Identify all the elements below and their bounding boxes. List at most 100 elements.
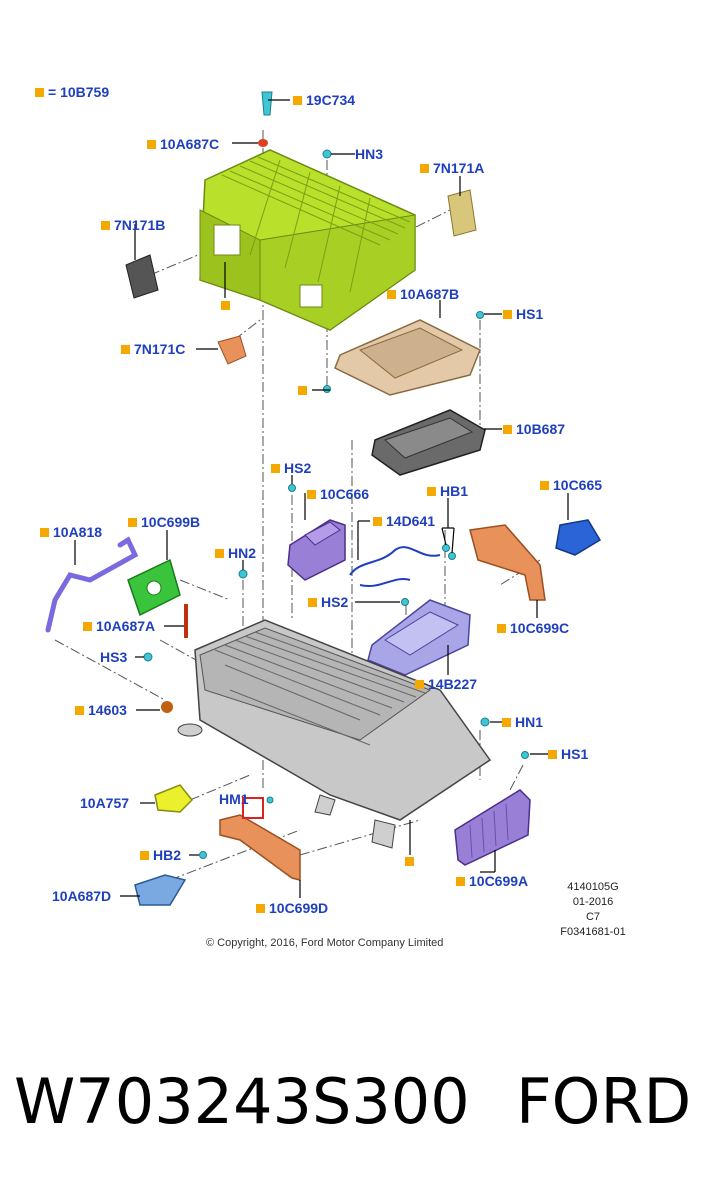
- callout-label: 10C699C: [510, 620, 570, 636]
- callout-marker: [503, 309, 512, 319]
- callout-marker: [293, 95, 302, 105]
- brand-name: FORD: [516, 1065, 692, 1138]
- callout-marker: [256, 903, 265, 913]
- plate-10c699a: [454, 789, 531, 866]
- callout-10c666: 10C666: [307, 486, 369, 502]
- callout-14d641: 14D641: [373, 513, 435, 529]
- part-10a687d: [134, 874, 187, 906]
- callout-marker: [40, 527, 49, 537]
- callout-label: 14B227: [428, 676, 478, 692]
- callout-marker: [540, 480, 549, 490]
- marker-10b759: [405, 857, 414, 866]
- callout-label: 10A687C: [160, 136, 220, 152]
- callout-label: 10A818: [53, 524, 103, 540]
- callout-label: HN3: [355, 146, 384, 162]
- callout-label: 10A757: [80, 795, 130, 811]
- callout-label: 10A687D: [52, 888, 112, 904]
- callout-7n171b: 7N171B: [101, 217, 165, 233]
- callout-10a687b: 10A687B: [387, 286, 459, 302]
- callout-label: 10C665: [553, 477, 603, 493]
- marker-10b759: [298, 386, 307, 395]
- meta-line-2: 01-2016: [572, 896, 614, 908]
- bracket-10c699c: [469, 524, 546, 601]
- callout-14b227: 14B227: [415, 676, 477, 692]
- callout-7n171a: 7N171A: [420, 160, 484, 176]
- callout-label: HN1: [515, 714, 544, 730]
- callout-10a757: 10A757: [80, 795, 129, 811]
- plate-10c699b: [127, 558, 181, 617]
- callout-marker: [271, 463, 280, 473]
- callout-label: HS1: [561, 746, 589, 762]
- callout-19c734: 19C734: [293, 92, 355, 108]
- callout-label: 10A687A: [96, 618, 156, 634]
- callout-label: 14603: [88, 702, 127, 718]
- callout-10b687: 10B687: [503, 421, 565, 437]
- meta-line-1: 4140105G: [567, 881, 619, 893]
- callout-label: 10A687B: [400, 286, 460, 302]
- callout-marker: [502, 717, 511, 727]
- callout-hb2: HB2: [140, 847, 181, 863]
- callout-label: HS2: [284, 460, 312, 476]
- callout-label: HB1: [440, 483, 469, 499]
- callout-hn3: HN3: [355, 146, 383, 162]
- callout-marker: [387, 289, 396, 299]
- callout-label: 10C699A: [469, 873, 529, 889]
- callout-marker: [308, 597, 317, 607]
- callout-label: 14D641: [386, 513, 436, 529]
- callout-marker: [420, 163, 429, 173]
- callout-hs1-top: HS1: [503, 306, 543, 322]
- legend-swatch: [35, 87, 44, 97]
- callout-10c699b: 10C699B: [128, 514, 200, 530]
- callout-label: HS3: [100, 649, 128, 665]
- hm1-highlight-box: [242, 797, 264, 819]
- callout-marker: [503, 424, 512, 434]
- fastener-19c734: [261, 91, 273, 116]
- callout-hb1: HB1: [427, 483, 468, 499]
- part-7n171c: [217, 335, 247, 365]
- callout-marker: [121, 344, 130, 354]
- callout-label: 7N171C: [134, 341, 186, 357]
- callout-marker: [140, 850, 149, 860]
- callout-7n171c: 7N171C: [121, 341, 185, 357]
- callout-label: 10C699B: [141, 514, 201, 530]
- callout-marker: [427, 486, 436, 496]
- callout-marker: [307, 489, 316, 499]
- callout-label: HB2: [153, 847, 182, 863]
- part-14603: [161, 701, 173, 713]
- meta-line-3: C7: [585, 911, 601, 923]
- callout-marker: [83, 621, 92, 631]
- bracket-10a687b: [334, 319, 481, 396]
- part-number: W703243S300: [14, 1065, 470, 1138]
- meta-line-4: F0341681-01: [560, 926, 626, 938]
- part-7n171a: [447, 189, 477, 237]
- callout-label: 10C666: [320, 486, 370, 502]
- callout-10a687c: 10A687C: [147, 136, 219, 152]
- fastener-10a687c: [258, 139, 268, 147]
- callout-10c665: 10C665: [540, 477, 602, 493]
- marker-10b759: [221, 301, 230, 310]
- callout-hm1: HM1: [219, 791, 249, 807]
- harness-14d641: [349, 546, 441, 588]
- drawing-meta: 4140105G 01-2016 C7 F0341681-01: [548, 880, 638, 940]
- fastener-markers: [143, 149, 529, 859]
- callout-marker: [147, 139, 156, 149]
- callout-marker: [415, 679, 424, 689]
- strip-10a687a: [184, 604, 188, 638]
- callout-marker: [75, 705, 84, 715]
- module-14b227: [367, 599, 471, 676]
- callout-marker: [128, 517, 137, 527]
- callout-hn2: HN2: [215, 545, 256, 561]
- callout-label: 10B687: [516, 421, 566, 437]
- part-caption: W703243S300 FORD: [0, 1065, 708, 1155]
- callout-hn1: HN1: [502, 714, 543, 730]
- top-cover-part: [199, 149, 416, 331]
- callout-label: 19C734: [306, 92, 356, 108]
- callout-label: HS1: [516, 306, 544, 322]
- callout-label: 7N171B: [114, 217, 166, 233]
- callout-label: HM1: [219, 791, 249, 807]
- callout-hs2-mid: HS2: [308, 594, 348, 610]
- part-10c665: [555, 519, 602, 556]
- callout-hs2-top: HS2: [271, 460, 311, 476]
- hose-10a818: [45, 536, 139, 633]
- callout-10a818: 10A818: [40, 524, 102, 540]
